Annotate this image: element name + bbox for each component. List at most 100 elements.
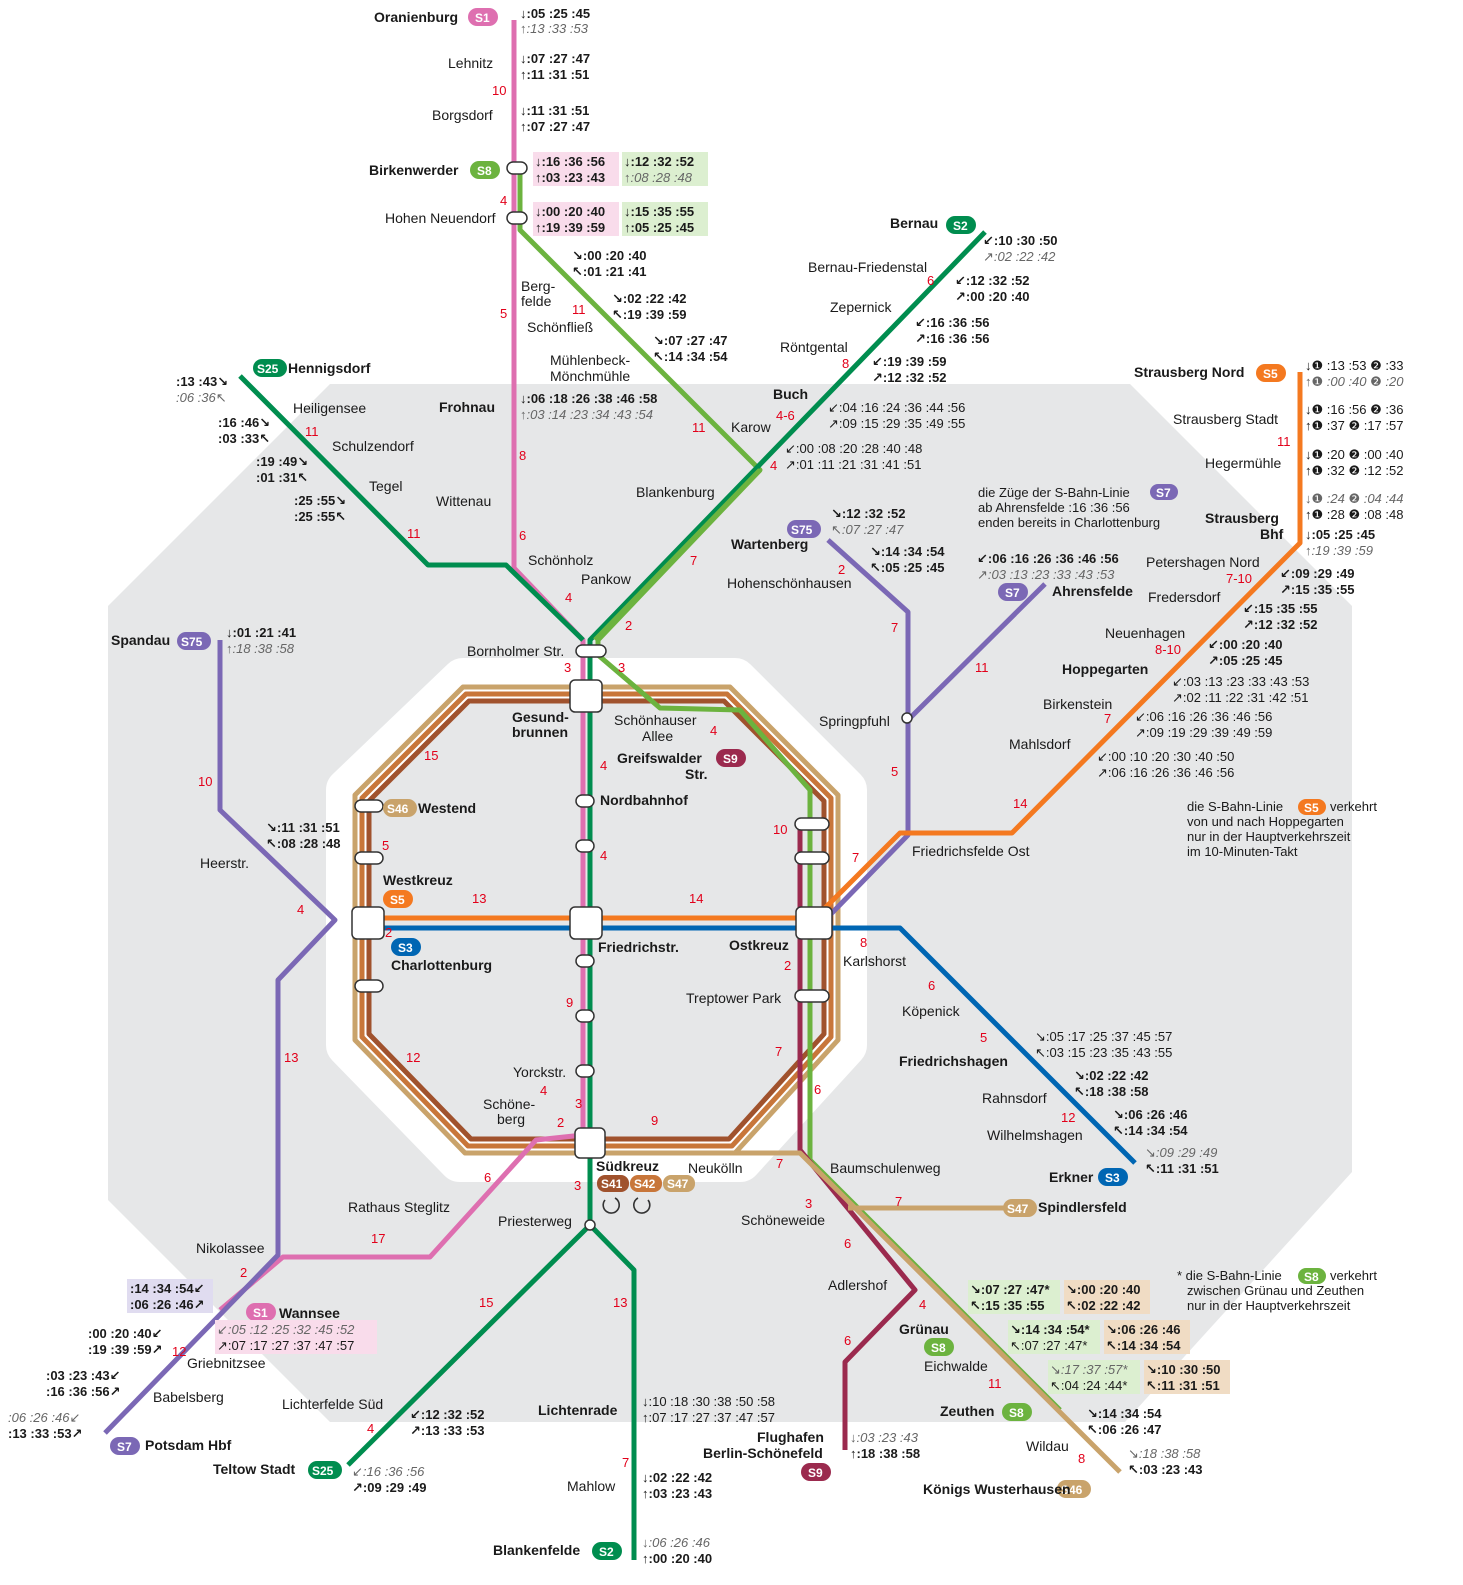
note-s5-line4: nur in der Hauptverkehrszeit xyxy=(1187,829,1351,844)
time-bergfelde-up: ↖:01 :21 :41 xyxy=(572,264,646,279)
minute-label: 2 xyxy=(385,925,392,940)
minute-label: 7 xyxy=(1104,711,1111,726)
note-s8-line2: verkehrt xyxy=(1330,1268,1377,1283)
station-schoenholz: Schönholz xyxy=(528,552,593,568)
time-freders-down: ↙:15 :35 :55 xyxy=(1243,601,1317,616)
station-friedrichsfelde-ost: Friedrichsfelde Ost xyxy=(912,843,1030,859)
minute-label: 7-10 xyxy=(1226,571,1252,586)
station-heiligensee: Heiligensee xyxy=(293,400,366,416)
travel-minutes: 10 4 5 8 6 4 11 11 4 7 2 3 3 6 8 4-6 11 … xyxy=(172,83,1291,1470)
station-rahnsdorf: Rahnsdorf xyxy=(982,1090,1047,1106)
time-mahls-down: ↙:00 :10 :20 :30 :40 :50 xyxy=(1097,749,1234,764)
station-lehnitz: Lehnitz xyxy=(448,55,493,71)
time-heerstr-up: ↖:08 :28 :48 xyxy=(266,836,340,851)
time-friedenstal-up: ↗:00 :20 :40 xyxy=(955,289,1029,304)
time-birkenwerder-s8-down: ↓:12 :32 :52 xyxy=(624,154,694,169)
station-greifswalder-1: Greifswalder xyxy=(617,750,702,766)
time-tegel-down: :25 :55↘ xyxy=(294,493,346,508)
station-bernau: Bernau xyxy=(890,215,938,231)
station-charlottenburg: Charlottenburg xyxy=(391,957,492,973)
station-teltow: Teltow Stadt xyxy=(213,1461,296,1477)
station-labels: Oranienburg Lehnitz Borgsdorf Birkenwerd… xyxy=(111,9,1284,1558)
note-s5-line2: verkehrt xyxy=(1330,799,1377,814)
time-hohensch-up: ↖:05 :25 :45 xyxy=(870,560,944,575)
time-friedrichshagen-up: ↖:03 :15 :23 :35 :43 :55 xyxy=(1035,1045,1172,1060)
note-s8-line3: zwischen Grünau und Zeuthen xyxy=(1187,1283,1364,1298)
time-rahns-down: ↘:02 :22 :42 xyxy=(1074,1068,1148,1083)
note-s7-line3: enden bereits in Charlottenburg xyxy=(978,515,1160,530)
minute-label: 5 xyxy=(382,838,389,853)
time-zepernick-down: ↙:16 :36 :56 xyxy=(915,315,989,330)
station-rathaus-steglitz: Rathaus Steglitz xyxy=(348,1199,450,1215)
time-birkenwerder-s8-up: ↑:08 :28 :48 xyxy=(624,170,693,185)
time-ahrensfelde-down: ↙:06 :16 :26 :36 :46 :56 xyxy=(977,551,1119,566)
time-teltow-up: ↗:09 :29 :49 xyxy=(352,1480,426,1495)
time-highlights xyxy=(127,152,1230,1394)
station-hoppegarten: Hoppegarten xyxy=(1062,661,1148,677)
minute-label: 3 xyxy=(575,1096,582,1111)
station-spandau: Spandau xyxy=(111,632,170,648)
time-friedenstal-down: ↙:12 :32 :52 xyxy=(955,273,1029,288)
badge-s5-note: S5 xyxy=(1304,801,1319,815)
minute-label: 4-6 xyxy=(776,408,795,423)
minute-label: 7 xyxy=(690,553,697,568)
time-sbhf2-down: ↓:05 :25 :45 xyxy=(1305,527,1375,542)
station-neukoelln: Neukölln xyxy=(688,1160,742,1176)
time-frohnau-up: ↑:03 :14 :23 :34 :43 :54 xyxy=(520,407,653,422)
note-s8-line4: nur in der Hauptverkehrszeit xyxy=(1187,1298,1351,1313)
station-petershagen: Petershagen Nord xyxy=(1146,554,1260,570)
minute-label: 11 xyxy=(572,302,586,317)
minute-label: 11 xyxy=(407,526,421,541)
minute-label: 4 xyxy=(600,848,607,863)
note-s5-line3: von und nach Hoppegarten xyxy=(1187,814,1344,829)
minute-label: 6 xyxy=(844,1236,851,1251)
badge-s2-bernau: S2 xyxy=(953,219,968,233)
time-schulzendorf-down: :19 :49↘ xyxy=(256,454,308,469)
time-heerstr-down: ↘:11 :31 :51 xyxy=(266,820,340,835)
station-gruenau: Grünau xyxy=(899,1321,949,1337)
minute-label: 13 xyxy=(472,891,486,906)
station-flughafen-1: Flughafen xyxy=(757,1429,824,1445)
station-nordbahnhof: Nordbahnhof xyxy=(600,792,688,808)
minute-label: 7 xyxy=(891,620,898,635)
badge-s47-suedkreuz: S47 xyxy=(667,1177,689,1191)
minute-label: 6 xyxy=(519,528,526,543)
station-nikolassee: Nikolassee xyxy=(196,1240,265,1256)
station-schoenfliess: Schönfließ xyxy=(527,319,593,335)
time-friedrichshagen-down: ↘:05 :17 :25 :37 :45 :57 xyxy=(1035,1029,1172,1044)
minute-label: 7 xyxy=(895,1194,902,1209)
time-heger-down: ↓❶ :20 ❷ :00 :40 xyxy=(1305,447,1403,462)
station-wittenau: Wittenau xyxy=(436,493,491,509)
station-strausberg-bhf-2: Bhf xyxy=(1260,526,1284,542)
badge-s25-teltow: S25 xyxy=(312,1464,334,1478)
time-eich-s46-down: ↘:06 :26 :46 xyxy=(1106,1322,1180,1337)
station-gesundbrunnen-2: brunnen xyxy=(512,724,568,740)
minute-label: 2 xyxy=(838,562,845,577)
note-s7-line2: ab Ahrensfelde :16 :36 :56 xyxy=(978,500,1130,515)
time-sstadt-down: ↓❶ :16 :56 ❷ :36 xyxy=(1305,402,1403,417)
badge-s1-wannsee: S1 xyxy=(253,1306,268,1320)
station-schoeneweide: Schöneweide xyxy=(741,1212,825,1228)
time-teltow-down: ↙:16 :36 :56 xyxy=(352,1464,425,1479)
time-oranienburg-down: ↓:05 :25 :45 xyxy=(520,6,590,21)
badge-s5-strausberg: S5 xyxy=(1263,367,1278,381)
station-hohen-neuendorf: Hohen Neuendorf xyxy=(385,210,496,226)
badge-s25-hennigsdorf: S25 xyxy=(257,362,279,376)
minute-label: 6 xyxy=(484,1170,491,1185)
time-gruenau-s8-down: ↘:07 :27 :47* xyxy=(970,1282,1050,1297)
minute-label: 14 xyxy=(1013,796,1027,811)
minute-label: 4 xyxy=(710,723,717,738)
minute-label: 11 xyxy=(975,660,989,675)
time-zeuthen-s46-up: ↖:11 :31 :51 xyxy=(1146,1378,1220,1393)
time-gruenau-s8-up: ↖:15 :35 :55 xyxy=(970,1298,1044,1313)
station-wartenberg: Wartenberg xyxy=(731,536,808,552)
minute-label: 7 xyxy=(852,850,859,865)
station-frohnau: Frohnau xyxy=(439,399,495,415)
station-gesundbrunnen-1: Gesund- xyxy=(512,709,569,725)
minute-label: 6 xyxy=(814,1082,821,1097)
line-s25 xyxy=(238,374,585,642)
station-schoeneberg-2: berg xyxy=(497,1111,525,1127)
time-bergfelde-down: ↘:00 :20 :40 xyxy=(572,248,646,263)
time-flughafen-up: ↑:18 :38 :58 xyxy=(850,1446,920,1461)
line-s5 xyxy=(368,372,1303,921)
